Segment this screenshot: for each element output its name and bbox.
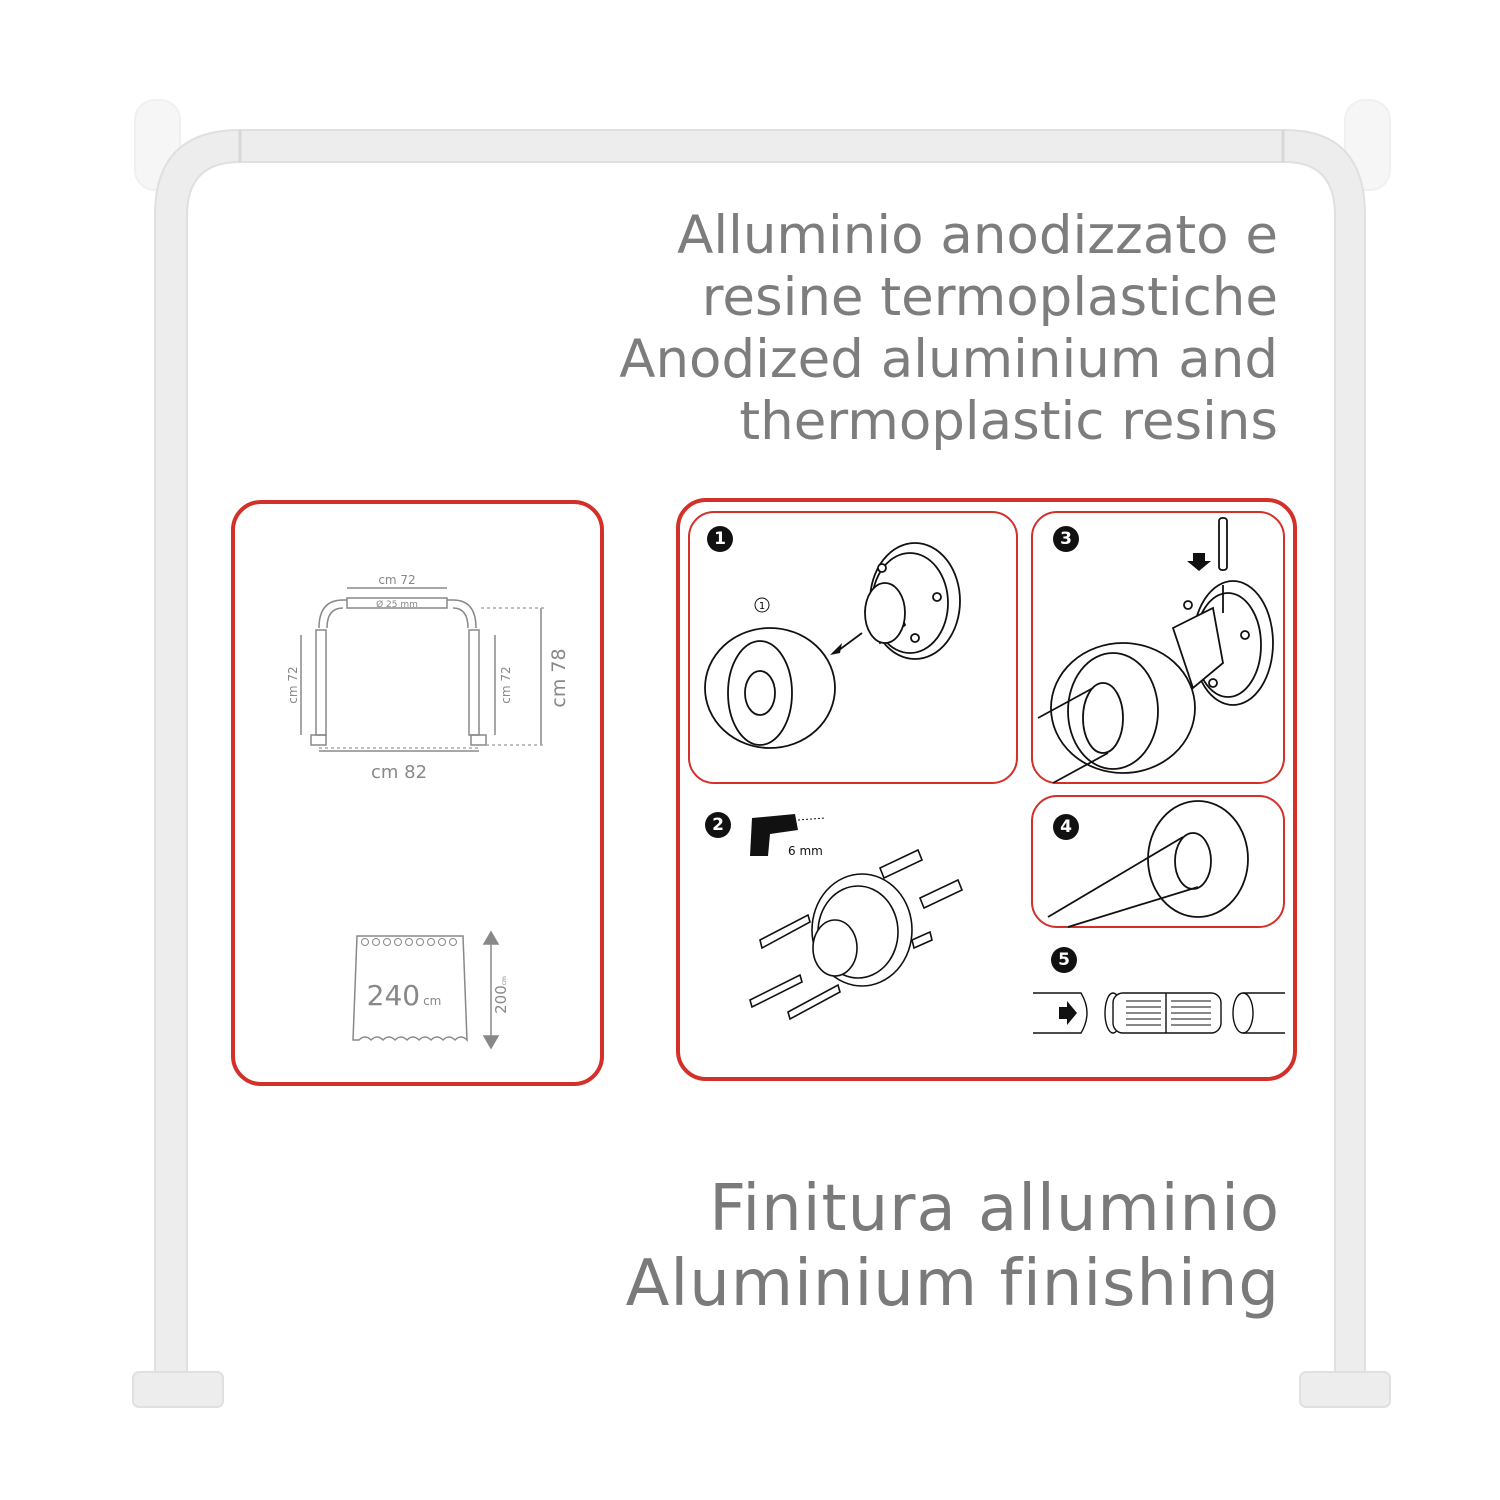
drill-icon bbox=[750, 814, 798, 856]
arrow-right-icon bbox=[1059, 1001, 1077, 1025]
step-1-illustration: 1 bbox=[704, 542, 961, 749]
step-4-panel: 4 bbox=[1031, 795, 1285, 928]
step-2-number: 2 bbox=[705, 812, 731, 838]
step-1-panel: 1 1 bbox=[688, 511, 1018, 784]
title-line: Anodized aluminium and bbox=[619, 329, 1278, 390]
step-3-panel: 3 bbox=[1031, 511, 1285, 784]
diameter-label: Ø 25 mm bbox=[376, 599, 418, 610]
curtain-height-value: 200 bbox=[492, 985, 510, 1014]
drill-size-label: 6 mm bbox=[788, 844, 823, 858]
step-5-area: 5 bbox=[1031, 945, 1287, 1040]
dimension-diagram: cm 72 Ø 25 mm cm 72 cm 72 cm 78 cm 82 24… bbox=[286, 573, 570, 1050]
step-5-number: 5 bbox=[1051, 947, 1077, 973]
step-3-illustration bbox=[1037, 517, 1274, 784]
curtain-height-unit: cm bbox=[501, 976, 508, 985]
right-height-label: cm 72 bbox=[499, 666, 513, 703]
title-line: resine termoplastiche bbox=[701, 267, 1278, 328]
left-height-label: cm 72 bbox=[286, 666, 300, 703]
finish-line: Finitura alluminio bbox=[709, 1172, 1280, 1246]
step-4-number: 4 bbox=[1053, 814, 1079, 840]
title-line: Alluminio anodizzato e bbox=[677, 205, 1278, 266]
step-1-number: 1 bbox=[707, 526, 733, 552]
step-2-area: 2 6 mm bbox=[690, 800, 1010, 1030]
finish-line: Aluminium finishing bbox=[625, 1247, 1280, 1321]
curtain-width-unit: cm bbox=[423, 994, 441, 1008]
curtain-width-value: 240 bbox=[367, 979, 420, 1012]
top-width-label: cm 72 bbox=[378, 573, 415, 587]
title-line: thermoplastic resins bbox=[739, 391, 1278, 452]
step-2-illustration: 6 mm bbox=[749, 814, 964, 1021]
step-3-number: 3 bbox=[1053, 526, 1079, 552]
step-5-illustration bbox=[1033, 992, 1285, 1034]
step-4-illustration bbox=[1047, 800, 1249, 928]
total-height-label: cm 78 bbox=[548, 648, 570, 707]
total-width-label: cm 82 bbox=[371, 762, 427, 783]
svg-text:200cm: 200cm bbox=[492, 976, 510, 1014]
finish-title: Finitura alluminio Aluminium finishing bbox=[626, 1172, 1280, 1322]
step-1-sub-number: 1 bbox=[759, 601, 765, 612]
dimensions-box: cm 72 Ø 25 mm cm 72 cm 72 cm 78 cm 82 24… bbox=[231, 500, 604, 1086]
material-title: Alluminio anodizzato e resine termoplast… bbox=[619, 205, 1278, 453]
